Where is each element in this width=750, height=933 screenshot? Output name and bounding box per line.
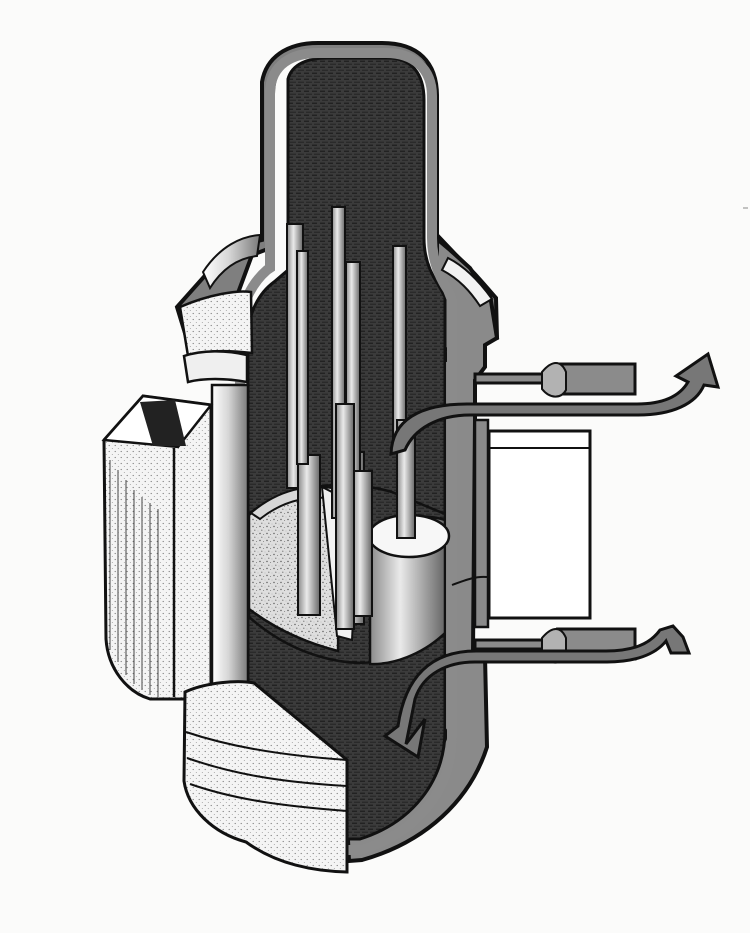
flange-band-3 xyxy=(189,783,348,812)
control-rod-5 xyxy=(296,250,309,465)
left-ring-middle xyxy=(182,350,249,384)
flange-band-2 xyxy=(186,757,348,787)
texture-marks xyxy=(109,460,159,697)
left-vessel-face xyxy=(210,383,250,700)
top-right-dome-face xyxy=(440,256,494,308)
shield-block-left-shadow xyxy=(140,400,186,446)
control-rod-6 xyxy=(335,403,355,630)
right-flow-channel xyxy=(473,418,490,629)
flow-arrow-in xyxy=(382,624,692,760)
flange-band-1 xyxy=(185,731,348,761)
top-left-dome-face xyxy=(201,233,262,291)
control-rod-group xyxy=(286,206,416,630)
right-channel-detail xyxy=(451,575,488,586)
shield-block-right xyxy=(487,429,592,620)
flow-arrow-out xyxy=(389,351,721,457)
outlet-nozzle-coupling xyxy=(541,362,567,398)
